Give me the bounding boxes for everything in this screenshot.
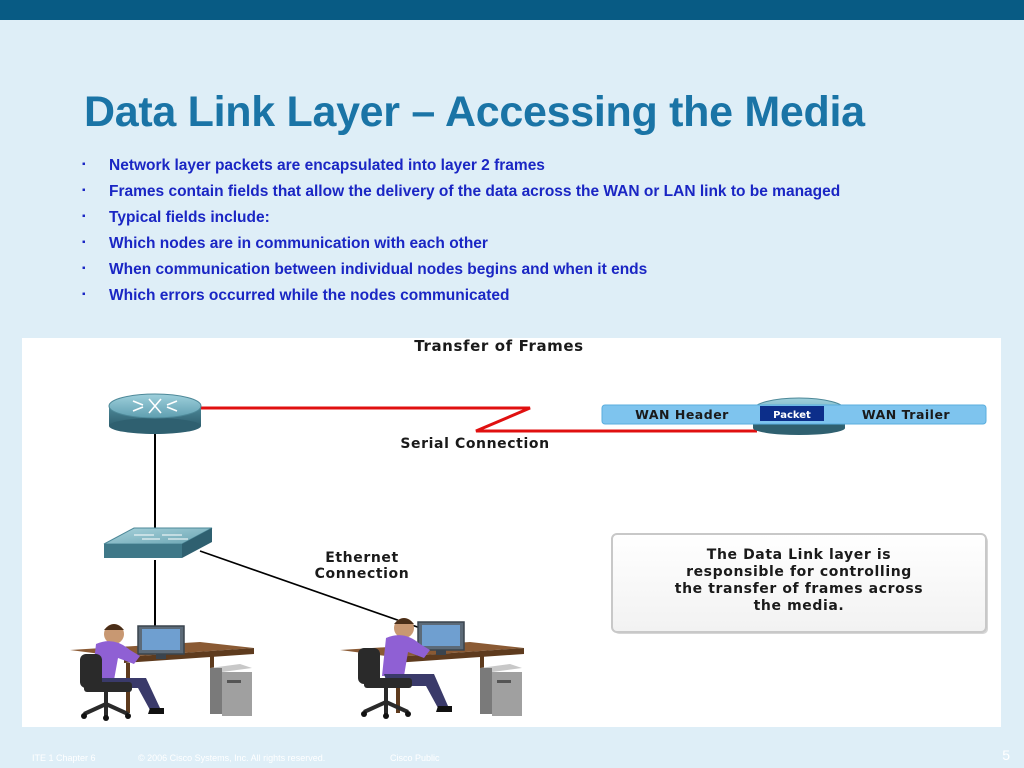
serial-connection-label: Serial Connection [400, 436, 549, 452]
bullet-marker: ▪ [82, 289, 86, 300]
bullet-list: ▪ Network layer packets are encapsulated … [82, 156, 840, 312]
wan-header-label: WAN Header [635, 407, 729, 422]
bullet-item: ▪ When communication between individual n… [82, 260, 840, 286]
bullet-text: Network layer packets are encapsulated i… [109, 157, 545, 174]
wan-trailer-label: WAN Trailer [862, 407, 951, 422]
packet-box [760, 406, 824, 421]
switch-icon [103, 527, 213, 558]
page-number: 5 [1002, 747, 1010, 763]
bullet-item: ▪ Typical fields include: [82, 208, 840, 234]
workstation-right-icon [340, 618, 524, 719]
bullet-marker: ▪ [82, 185, 86, 196]
slide-title: Data Link Layer – Accessing the Media [84, 88, 865, 136]
bullet-marker: ▪ [82, 237, 86, 248]
top-bar [0, 0, 1024, 20]
bullet-text: Typical fields include: [109, 209, 270, 226]
bullet-text: Which errors occurred while the nodes co… [109, 287, 510, 304]
ethernet-label-line1: Ethernet [325, 550, 399, 566]
bullet-text: When communication between individual no… [109, 261, 648, 278]
bullet-marker: ▪ [82, 159, 86, 170]
callout-line: responsible for controlling [686, 564, 912, 580]
bullet-marker: ▪ [82, 211, 86, 222]
footer-classification: Cisco Public [390, 753, 440, 763]
ethernet-label-line2: Connection [315, 566, 410, 582]
ethernet-link [199, 550, 427, 631]
info-callout: The Data Link layer is responsible for c… [611, 533, 988, 634]
bullet-marker: ▪ [82, 263, 86, 274]
bullet-text: Which nodes are in communication with ea… [109, 235, 488, 252]
footer-copyright: © 2006 Cisco Systems, Inc. All rights re… [138, 753, 326, 763]
figure-title: Transfer of Frames [414, 338, 583, 355]
bullet-item: ▪ Frames contain fields that allow the de… [82, 182, 840, 208]
packet-label: Packet [773, 410, 811, 421]
callout-line: the transfer of frames across [675, 581, 923, 597]
network-diagram: Transfer of Frames WAN Header Packet WAN… [70, 338, 988, 721]
callout-line: The Data Link layer is [707, 547, 891, 563]
bullet-item: ▪ Which nodes are in communication with e… [82, 234, 840, 260]
bullet-item: ▪ Network layer packets are encapsulated … [82, 156, 840, 182]
bullet-text: Frames contain fields that allow the del… [109, 183, 841, 200]
callout-line: the media. [754, 598, 845, 614]
serial-link [180, 406, 757, 433]
network-figure: Transfer of Frames WAN Header Packet WAN… [22, 338, 1001, 727]
router-left-icon [108, 393, 202, 434]
bullet-item: ▪ Which errors occurred while the nodes c… [82, 286, 840, 312]
footer-course: ITE 1 Chapter 6 [32, 753, 96, 763]
workstation-left-icon [70, 624, 254, 721]
wan-frame: WAN Header Packet WAN Trailer [601, 404, 987, 425]
